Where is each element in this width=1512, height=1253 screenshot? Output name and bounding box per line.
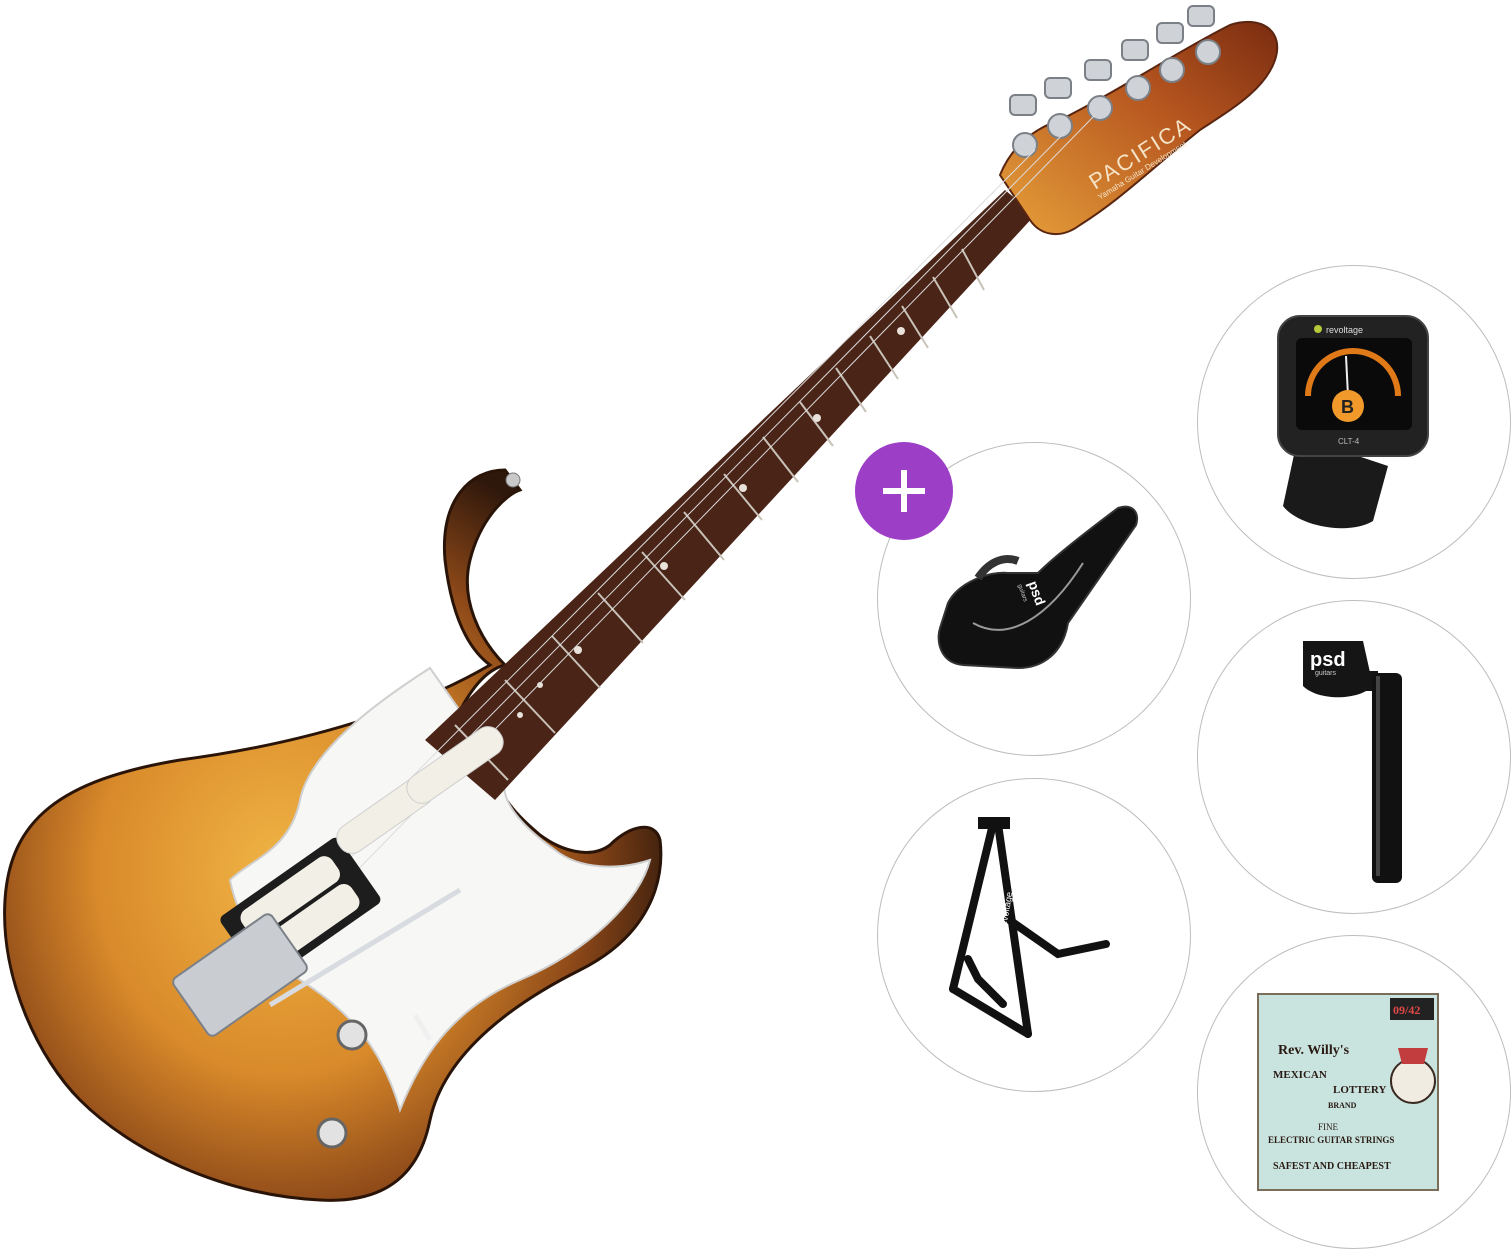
tuner-model: CLT-4 [1338,437,1360,446]
string-winder-circle: psd guitars [1197,600,1511,914]
strings-line3: BRAND [1328,1101,1357,1110]
gig-bag-brand: psd [1025,579,1049,608]
winder-sub: guitars [1315,670,1337,677]
strings-line2: MEXICAN [1273,1069,1327,1081]
pickguard [228,666,652,1114]
guitar-stand-circle: revoltage [877,778,1191,1092]
plus-icon [883,470,925,512]
strings-line5: ELECTRIC GUITAR STRINGS [1268,1135,1394,1145]
guitar-stand-icon: revoltage [949,817,1110,1038]
gig-bag-sub: guitars [1016,584,1028,603]
tuner-circle: B revoltage CLT-4 [1197,265,1511,579]
strings-circle: 09/42 Rev. Willy's MEXICAN LOTTERY BRAND… [1197,935,1511,1249]
strings-gauge: 09/42 [1393,1003,1420,1017]
strings-line2b: LOTTERY [1333,1084,1386,1096]
add-bundle-badge [855,442,953,540]
winder-brand: psd [1310,649,1346,671]
strings-package-icon: 09/42 Rev. Willy's MEXICAN LOTTERY BRAND… [1257,993,1439,1191]
bridge [172,913,308,1037]
strings-line4: FINE [1318,1122,1339,1132]
clip-tuner-icon: B revoltage CLT-4 [1277,315,1429,529]
tuner-note: B [1341,397,1354,417]
strings-line1: Rev. Willy's [1278,1043,1350,1058]
tuner-brand: revoltage [1326,325,1363,335]
strings-line6: SAFEST AND CHEAPEST [1273,1161,1391,1172]
gig-bag-icon: psd guitars [937,505,1138,670]
string-winder-icon: psd guitars [1303,641,1402,883]
